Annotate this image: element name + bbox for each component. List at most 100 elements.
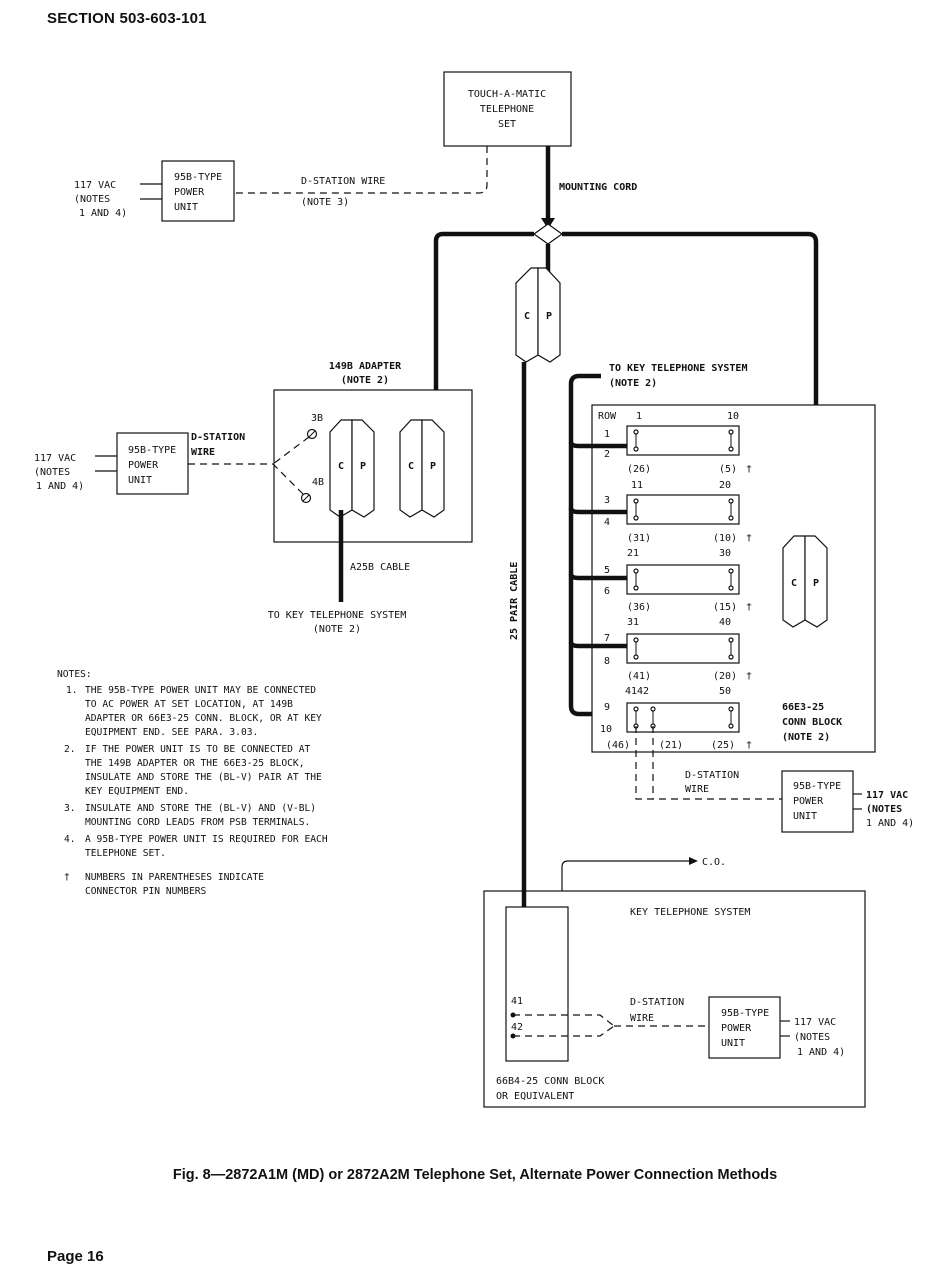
row-label-1: 1 [604,429,610,440]
power-unit-top: 95B-TYPE POWER UNIT [161,160,235,222]
col-10-header: 10 [727,411,739,422]
co-arrow [689,857,698,865]
row-label-5: 5 [604,565,610,576]
note-2-l3: INSULATE AND STORE THE (BL-V) PAIR AT TH… [85,772,322,783]
plug-p-label: P [546,311,552,322]
branch-to-adapter [433,231,534,420]
power-unit-conn: 95B-TYPE POWER UNIT [781,770,854,833]
page-number: Page 16 [47,1248,104,1265]
vac-mid-l3: 1 AND 4) [36,481,84,492]
key-dstation-l2: WIRE [630,1013,654,1024]
note-2-num: 2. [64,744,76,755]
power-unit-right-l1: 95B-TYPE [793,781,841,792]
notes-block: NOTES: 1. THE 95B-TYPE POWER UNIT MAY BE… [57,669,328,897]
dstation-wire-conn [635,726,782,800]
note-dagger-l1: NUMBERS IN PARENTHESES INDICATE [85,872,264,883]
adapter-plug-right-c: C [408,461,414,472]
dstation-top-label1: D-STATION WIRE [301,176,385,187]
conn-dstation-l2: WIRE [685,784,709,795]
plug-c-label: C [524,311,530,322]
pin-label-20b: (20) [713,671,737,682]
pin-label-31b: 31 [627,617,639,628]
vac-key-l1: 117 VAC [794,1017,836,1028]
telephone-set-line1: TOUCH-A-MATIC [468,89,546,100]
row-label-9: 9 [604,702,610,713]
power-unit-top-l2: POWER [174,187,205,198]
power-unit-key: 95B-TYPE POWER UNIT [708,996,781,1059]
terminal-group-5-6: 5 6 (36) (15) † 31 40 [568,564,752,628]
row-label-7: 7 [604,633,610,644]
conn-block-66b4 [505,906,569,1062]
power-unit-mid-l2: POWER [128,460,159,471]
row-label-2: 2 [604,449,610,460]
telephone-set-line2: TELEPHONE [480,104,534,115]
note-3-l2: MOUNTING CORD LEADS FROM PSB TERMINALS. [85,817,310,828]
adapter-to-key-l1: TO KEY TELEPHONE SYSTEM [268,610,406,621]
pin-label-5: (5) [719,464,737,475]
key-block-l1: 66B4-25 CONN BLOCK [496,1076,604,1087]
pin-label-20: 20 [719,480,731,491]
pin-label-21b: (21) [659,740,683,751]
row-label-6: 6 [604,586,610,597]
pin-label-30: 30 [719,548,731,559]
note-1-l2: TO AC POWER AT SET LOCATION, AT 149B [85,699,293,710]
adapter-dstation-l2: WIRE [191,447,215,458]
dagger-2: † [746,533,752,544]
row-label-10: 10 [600,724,612,735]
note-4-l1: A 95B-TYPE POWER UNIT IS REQUIRED FOR EA… [85,834,328,845]
note-2-l1: IF THE POWER UNIT IS TO BE CONNECTED AT [85,744,310,755]
dagger-1: † [746,464,752,475]
adapter-plug-left: C P [329,419,375,518]
dagger-5: † [746,740,752,751]
row-label-4: 4 [604,517,610,528]
a25b-cable-label: A25B CABLE [350,562,410,573]
vac-key-l2: (NOTES [794,1032,830,1043]
adapter-dstation-l1: D-STATION [191,432,245,443]
pin-42-label: 42 [511,1022,523,1033]
vac-key-l3: 1 AND 4) [797,1047,845,1058]
power-unit-top-l1: 95B-TYPE [174,172,222,183]
dagger-4: † [746,671,752,682]
col-1-header: 1 [636,411,642,422]
key-dstation-l1: D-STATION [630,997,684,1008]
adapter-plug-left-c: C [338,461,344,472]
adapter-plug-right-p: P [430,461,436,472]
vac-top-l2: (NOTES [74,194,110,205]
vac-mid-l2: (NOTES [34,467,70,478]
power-unit-right-l2: POWER [793,796,824,807]
power-unit-key-l3: UNIT [721,1038,745,1049]
pin-4b-label: 4B [312,477,324,488]
pin-label-25: (25) [711,740,735,751]
row-label-8: 8 [604,656,610,667]
note-dagger: † [64,872,70,883]
section-header: SECTION 503-603-101 [47,10,207,27]
pin-label-26: (26) [627,464,651,475]
key-system-title: KEY TELEPHONE SYSTEM [630,907,750,918]
note-4-num: 4. [64,834,76,845]
pin-41-label: 41 [511,996,523,1007]
conn-dstation-l1: D-STATION [685,770,739,781]
co-line [561,860,689,891]
power-unit-top-l3: UNIT [174,202,198,213]
conn-plug-p: P [813,578,819,589]
dstation-wire-top [234,146,488,194]
pin-3b-label: 3B [311,413,323,424]
note-dagger-l2: CONNECTOR PIN NUMBERS [85,886,207,897]
vac-right-l2: (NOTES [866,804,902,815]
conn-to-key-l2: (NOTE 2) [609,378,657,389]
key-block-l2: OR EQUIVALENT [496,1091,574,1102]
pin-label-4142: 4142 [625,686,649,697]
pair-cable-label: 25 PAIR CABLE [509,562,520,640]
note-1-l1: THE 95B-TYPE POWER UNIT MAY BE CONNECTED [85,685,316,696]
vac-right-l1: 117 VAC [866,790,908,801]
branch-to-conn-block [562,231,819,540]
mounting-cord-label: MOUNTING CORD [559,182,637,193]
pin-label-31: (31) [627,533,651,544]
power-unit-adapter: 95B-TYPE POWER UNIT [116,432,189,495]
row-label-3: 3 [604,495,610,506]
power-unit-mid-l1: 95B-TYPE [128,445,176,456]
vac-top-l3: 1 AND 4) [79,208,127,219]
junction-diamond [532,223,564,245]
power-unit-key-l2: POWER [721,1023,752,1034]
